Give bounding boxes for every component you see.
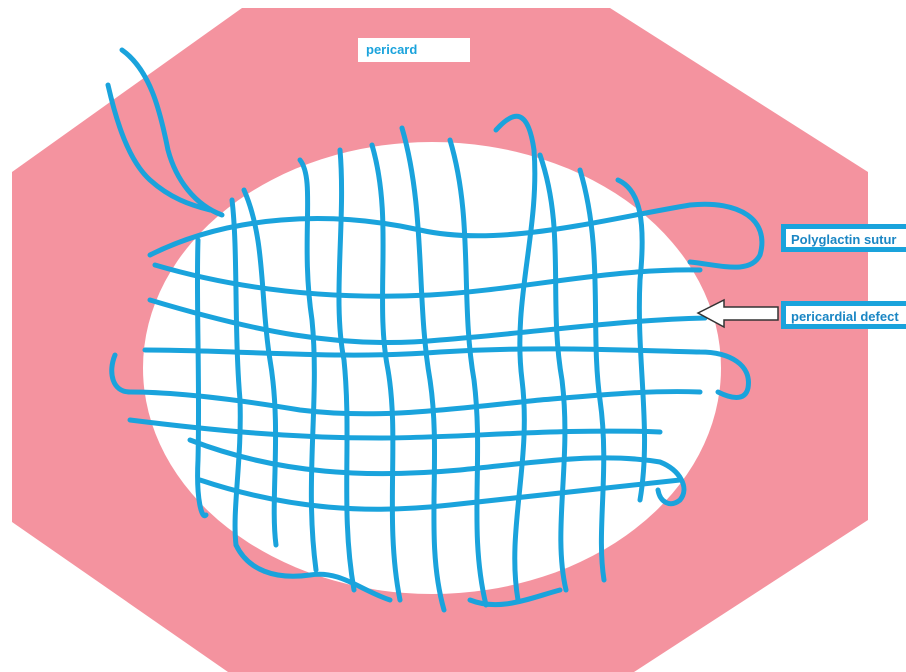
suture-callout: Polyglactin sutur [781, 224, 906, 252]
pericard-label: pericard [358, 38, 470, 62]
defect-callout: pericardial defect [781, 301, 906, 329]
